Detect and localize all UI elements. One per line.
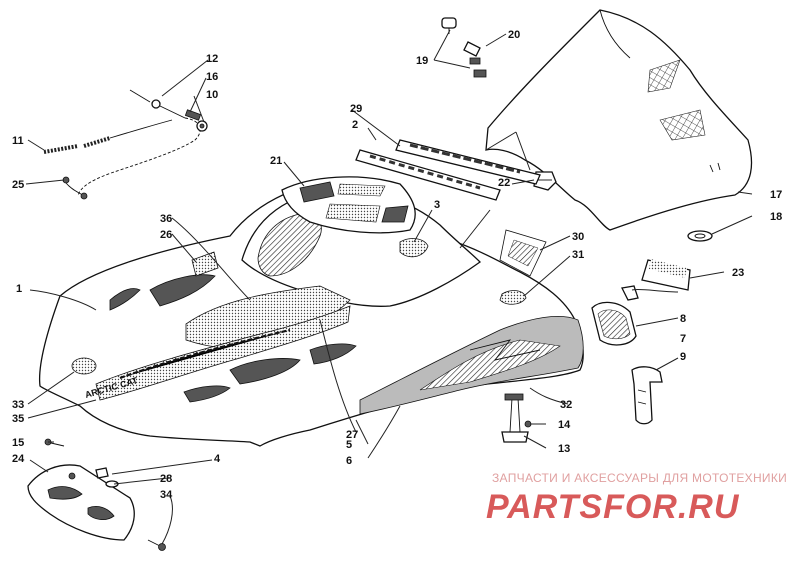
callout-29: 29 [350, 103, 362, 115]
linkage-13 [501, 393, 532, 443]
leader-lines [25, 29, 753, 545]
nut-4 [95, 467, 109, 479]
strap-9 [631, 366, 663, 425]
callout-34: 34 [160, 489, 173, 501]
callout-12: 12 [206, 53, 218, 65]
callout-18: 18 [770, 211, 782, 223]
callout-25: 25 [12, 179, 24, 191]
callout-9: 9 [680, 351, 686, 363]
callout-36: 36 [160, 213, 172, 225]
screw-34 [147, 539, 166, 551]
callout-numbers: 1 2 3 4 5 6 7 8 9 10 11 12 13 14 15 16 1… [12, 29, 782, 501]
watermark: ЗАПЧАСТИ И АКСЕССУАРЫ ДЛЯ МОТОТЕХНИКИ PA… [486, 471, 787, 526]
callout-20: 20 [508, 29, 520, 41]
callout-35: 35 [12, 413, 24, 425]
callout-30: 30 [572, 231, 584, 243]
callout-11: 11 [12, 135, 24, 147]
callout-7: 7 [680, 333, 686, 345]
callout-28: 28 [160, 473, 172, 485]
watermark-subtitle: ЗАПЧАСТИ И АКСЕССУАРЫ ДЛЯ МОТОТЕХНИКИ [492, 471, 787, 485]
callout-16: 16 [206, 71, 218, 83]
decal-23 [641, 259, 691, 291]
watermark-logo: PARTSFOR.RU [486, 488, 740, 526]
callout-10: 10 [206, 89, 218, 101]
callout-2: 2 [352, 119, 358, 131]
callout-23: 23 [732, 267, 744, 279]
bracket-8 [621, 285, 639, 301]
hood-1: ARCTIC CAT [38, 176, 584, 447]
decal-2 [355, 149, 501, 201]
callout-24: 24 [12, 453, 25, 465]
callout-32: 32 [560, 399, 572, 411]
callout-6: 6 [346, 455, 352, 467]
cable-assembly [43, 89, 208, 200]
callout-5: 5 [346, 439, 352, 451]
callout-26: 26 [160, 229, 172, 241]
callout-15: 15 [12, 437, 24, 449]
screw-15 [44, 438, 65, 447]
screw-20 [463, 41, 487, 78]
callout-33: 33 [12, 399, 24, 411]
windshield [485, 9, 753, 231]
screw-cap-19 [441, 17, 457, 34]
decal-29 [395, 139, 541, 185]
bracket-24 [27, 464, 135, 541]
callout-19: 19 [416, 55, 428, 67]
callout-1: 1 [16, 283, 22, 295]
callout-14: 14 [558, 419, 571, 431]
callout-8: 8 [680, 313, 686, 325]
mirror-7 [591, 301, 637, 346]
callout-21: 21 [270, 155, 282, 167]
callout-13: 13 [558, 443, 570, 455]
callout-22: 22 [498, 177, 510, 189]
callout-3: 3 [434, 199, 440, 211]
callout-4: 4 [214, 453, 221, 465]
callout-27: 27 [346, 429, 358, 441]
grommet-18 [687, 230, 713, 242]
callout-17: 17 [770, 189, 782, 201]
callout-31: 31 [572, 249, 584, 261]
